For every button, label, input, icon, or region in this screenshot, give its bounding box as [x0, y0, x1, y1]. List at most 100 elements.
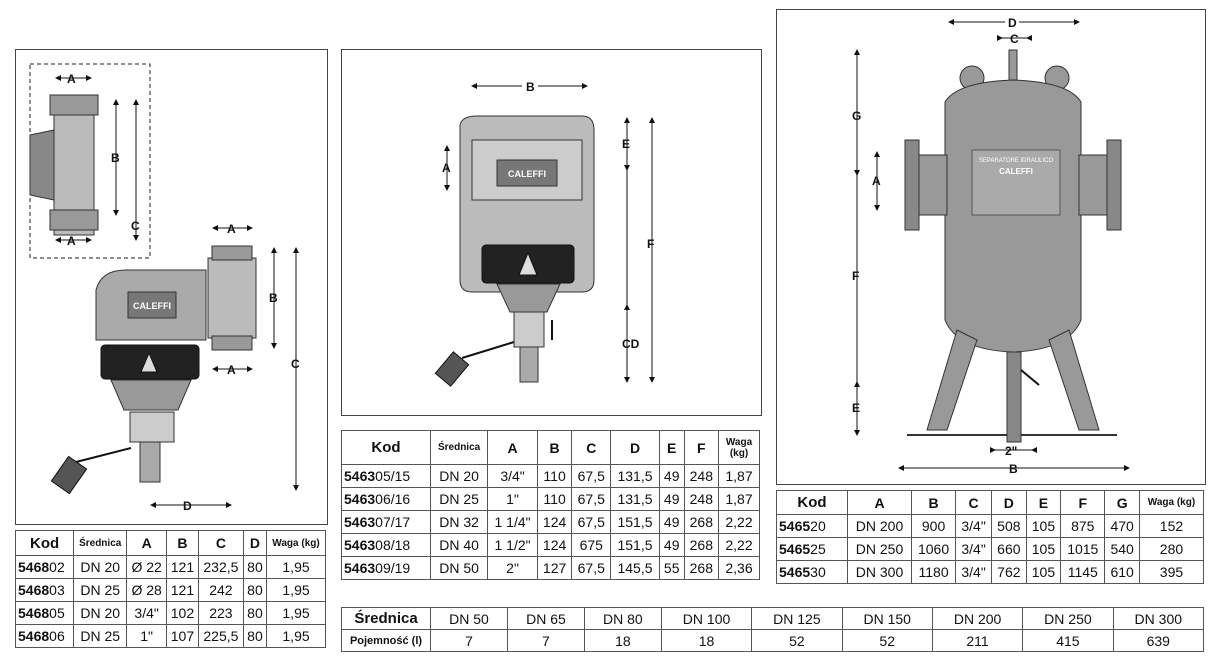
table-cell: 121 [166, 555, 199, 579]
table-cell: 107 [166, 624, 199, 648]
table-cell: 1 1/4" [487, 510, 538, 534]
table-cell: 131,5 [610, 487, 660, 511]
col-header: A [126, 530, 168, 556]
table-cell: 152 [1138, 514, 1205, 538]
code-prefix: 5465 [779, 541, 811, 557]
table-cell: 2,22 [718, 510, 760, 534]
table-cell: 2,22 [718, 533, 760, 557]
table-cell: DN 80 [583, 607, 662, 630]
table-cell: 248 [683, 487, 720, 511]
col-header: Kod [341, 430, 431, 465]
col-header: C [571, 430, 612, 465]
table-cell: 105 [1025, 560, 1062, 584]
table-cell: 1,95 [266, 578, 326, 602]
table-cell: 242 [197, 578, 244, 602]
table-cell: 80 [242, 601, 268, 625]
code-prefix: 5463 [344, 468, 376, 484]
table-cell: 131,5 [610, 464, 660, 488]
col-header: Średnica [429, 430, 489, 465]
table-cell: 121 [166, 578, 199, 602]
table-cell: 67,5 [571, 487, 612, 511]
code-prefix: 5468 [18, 559, 50, 575]
table-cell: 67,5 [571, 510, 612, 534]
dim-e-label: E [622, 137, 630, 151]
code-prefix: 5463 [344, 514, 376, 530]
table-cell: DN 20 [73, 555, 128, 579]
drawing-panel-546802: A A B C CALEFFI A A B C D [15, 49, 328, 525]
col-header: D [242, 530, 268, 556]
col-header: D [991, 490, 1027, 515]
table-cell: 1" [126, 624, 168, 648]
table-cell: 49 [658, 464, 685, 488]
col-header: Kod [776, 490, 848, 515]
dim-a-label: A [227, 222, 236, 236]
table-cell: 3/4" [487, 464, 538, 488]
table-cell: 7 [506, 629, 585, 652]
table-cell: DN 25 [73, 624, 128, 648]
brand-logo: CALEFFI [999, 167, 1033, 176]
dim-a-label: A [442, 161, 451, 175]
col-header: C [955, 490, 993, 515]
brand-logo: CALEFFI [508, 169, 546, 179]
table-cell: DN 300 [1112, 607, 1205, 630]
table-cell: 1,87 [718, 487, 760, 511]
dim-e-label: E [852, 401, 860, 415]
table-cell: 470 [1104, 514, 1140, 538]
table-cell: 1015 [1060, 537, 1106, 561]
table-cell: 223 [197, 601, 244, 625]
table-cell: 18 [660, 629, 753, 652]
spec-table-5465: Kod A B C D E F G Waga (kg) 546520 DN 20… [776, 490, 1205, 584]
warning-icon [518, 251, 538, 276]
table-cell: 3/4" [126, 601, 168, 625]
table-cell: 280 [1138, 537, 1205, 561]
drawing-panel-5465: D C SEPARATORE IDRAULICO CALEFFI G F E A… [776, 9, 1206, 485]
table-cell: 225,5 [197, 624, 244, 648]
volume-table: Średnica DN 50 DN 65 DN 80 DN 100 DN 125… [341, 607, 1205, 652]
table-cell: 395 [1138, 560, 1205, 584]
table-cell: 151,5 [610, 533, 660, 557]
table-cell: 3/4" [955, 537, 993, 561]
table-cell: 1180 [911, 560, 957, 584]
table-cell: 1,87 [718, 464, 760, 488]
table-cell: 1145 [1060, 560, 1106, 584]
table-cell: 415 [1022, 629, 1114, 652]
table-cell: 18 [583, 629, 662, 652]
table-cell: DN 200 [931, 607, 1024, 630]
table-cell: 268 [683, 533, 720, 557]
code-suffix: 05 [49, 605, 65, 621]
col-header: A [487, 430, 538, 465]
table-cell: 1,95 [266, 601, 326, 625]
table-cell: 52 [751, 629, 843, 652]
code-prefix: 5468 [18, 605, 50, 621]
table-cell: DN 32 [429, 510, 489, 534]
col-header: C [197, 530, 244, 556]
table-cell: 2,36 [718, 556, 760, 580]
code-suffix: 30 [810, 564, 826, 580]
warning-icon [140, 351, 158, 373]
separator-medium-drawing: B CALEFFI A E CD F [434, 78, 655, 387]
code-suffix: 09/19 [375, 560, 411, 576]
table-cell: DN 20 [73, 601, 128, 625]
table-cell: DN 250 [1022, 607, 1114, 630]
table-cell: 1 1/2" [487, 533, 538, 557]
table-cell: 52 [841, 629, 933, 652]
dim-c-label: C [131, 219, 140, 233]
table-cell: 110 [536, 464, 573, 488]
col-header: E [1025, 490, 1062, 515]
table-cell: Ø 22 [126, 555, 168, 579]
col-header: B [166, 530, 199, 556]
separator-large-drawing: D C SEPARATORE IDRAULICO CALEFFI G F E A… [852, 15, 1130, 476]
table-cell: Ø 28 [126, 578, 168, 602]
dim-a-label: A [227, 363, 236, 377]
table-cell: DN 20 [429, 464, 489, 488]
code-prefix: 5465 [779, 564, 811, 580]
table-cell: 610 [1104, 560, 1140, 584]
code-suffix: 07/17 [375, 514, 411, 530]
code-suffix: 08/18 [375, 537, 411, 553]
col-header: E [658, 430, 685, 465]
code-prefix: 5468 [18, 582, 50, 598]
table-cell: 1060 [911, 537, 957, 561]
